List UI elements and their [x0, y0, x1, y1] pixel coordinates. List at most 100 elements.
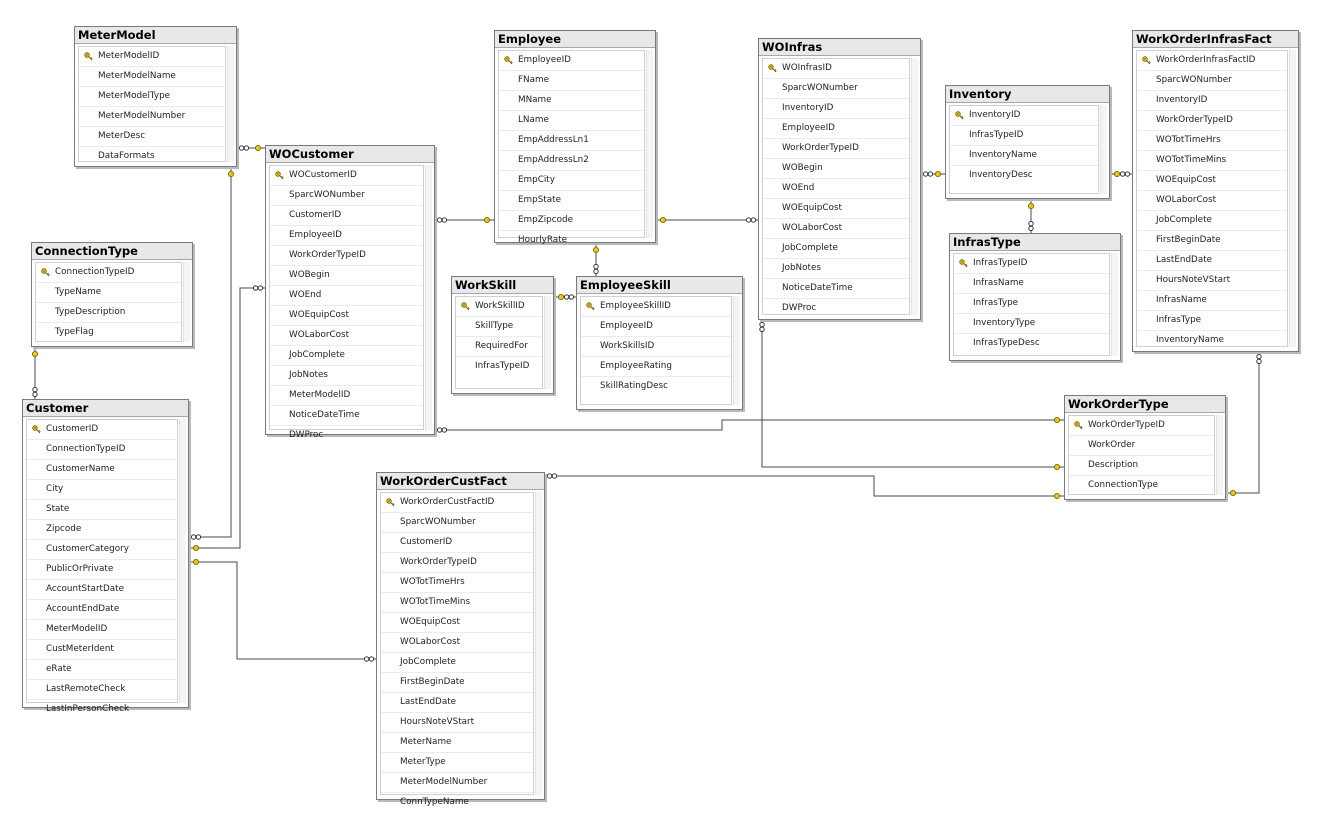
column-row[interactable]: InfrasTypeID — [954, 254, 1109, 274]
column-row[interactable]: WOLaborCost — [381, 633, 533, 653]
column-row[interactable]: LastEndDate — [1137, 251, 1287, 271]
column-row[interactable]: EmployeeID — [499, 51, 644, 71]
column-row[interactable]: EmployeeID — [270, 226, 423, 246]
column-row[interactable]: WOTotTimeHrs — [381, 573, 533, 593]
relationship-line[interactable] — [545, 475, 1064, 497]
table-scrollbar[interactable] — [1111, 253, 1118, 356]
relationship-inventory-to-infrastype[interactable] — [1028, 199, 1035, 233]
relationship-line[interactable] — [189, 287, 265, 549]
column-row[interactable]: ConnectionTypeID — [36, 263, 181, 283]
relationship-customer-to-connectiontype[interactable] — [32, 347, 39, 399]
column-row[interactable]: WOBegin — [763, 159, 909, 179]
column-row[interactable]: WorkOrderTypeID — [270, 246, 423, 266]
column-row[interactable]: WOEquipCost — [381, 613, 533, 633]
table-title[interactable]: WorkOrderType — [1065, 396, 1225, 413]
column-row[interactable]: InventoryID — [1137, 91, 1287, 111]
column-row[interactable]: CustMeterIdent — [27, 640, 177, 660]
table-scrollbar[interactable] — [1289, 50, 1296, 347]
table-scrollbar[interactable] — [425, 165, 432, 430]
table-scrollbar[interactable] — [183, 262, 190, 342]
column-row[interactable]: CustomerID — [381, 533, 533, 553]
table-title[interactable]: WOInfras — [759, 39, 920, 56]
column-row[interactable]: MeterModelID — [27, 620, 177, 640]
column-row[interactable]: WOTotTimeMins — [381, 593, 533, 613]
column-row[interactable]: JobComplete — [1137, 211, 1287, 231]
column-row[interactable]: InventoryID — [950, 106, 1098, 126]
table-scrollbar[interactable] — [1216, 415, 1223, 495]
column-row[interactable]: CustomerName — [27, 460, 177, 480]
table-title[interactable]: Employee — [495, 31, 655, 48]
column-row[interactable]: WOEquipCost — [270, 306, 423, 326]
column-row[interactable]: HourlyRate — [499, 231, 644, 250]
column-row[interactable]: WorkOrderTypeID — [1069, 416, 1214, 436]
column-row[interactable]: EmpZipcode — [499, 211, 644, 231]
column-row[interactable]: WorkOrderInfrasFactID — [1137, 51, 1287, 71]
table-title[interactable]: WorkOrderInfrasFact — [1133, 31, 1298, 48]
column-row[interactable]: Zipcode — [27, 520, 177, 540]
column-row[interactable]: InfrasType — [954, 294, 1109, 314]
table-title[interactable]: WorkOrderCustFact — [377, 473, 544, 490]
column-row[interactable]: WorkOrderTypeID — [381, 553, 533, 573]
relationship-wocustomer-to-employee[interactable] — [435, 216, 494, 223]
table-scrollbar[interactable] — [535, 492, 542, 795]
column-row[interactable]: InventoryName — [1137, 331, 1287, 350]
column-row[interactable]: InfrasName — [1137, 291, 1287, 311]
column-row[interactable]: CustomerCategory — [27, 540, 177, 560]
column-row[interactable]: InfrasTypeDesc — [954, 334, 1109, 353]
column-row[interactable]: WOLaborCost — [270, 326, 423, 346]
column-row[interactable]: WorkOrderCustFactID — [381, 493, 533, 513]
column-row[interactable]: MeterDesc — [79, 127, 225, 147]
column-row[interactable]: InventoryDesc — [950, 166, 1098, 185]
relationship-wocustomer-to-metermodel[interactable] — [189, 285, 265, 552]
column-row[interactable]: WOLaborCost — [763, 219, 909, 239]
table-title[interactable]: WorkSkill — [452, 277, 553, 294]
column-row[interactable]: EmployeeSkillID — [581, 297, 731, 317]
column-row[interactable]: DWProc — [763, 299, 909, 318]
table-title[interactable]: MeterModel — [75, 27, 236, 44]
column-row[interactable]: EmpCity — [499, 171, 644, 191]
column-row[interactable]: WOTotTimeMins — [1137, 151, 1287, 171]
column-row[interactable]: MeterModelID — [79, 47, 225, 67]
column-row[interactable]: LastEndDate — [381, 693, 533, 713]
column-row[interactable]: WorkSkillID — [456, 297, 542, 317]
table-title[interactable]: Customer — [23, 400, 188, 417]
column-row[interactable]: WOTotTimeHrs — [1137, 131, 1287, 151]
column-row[interactable]: State — [27, 500, 177, 520]
column-row[interactable]: WorkOrderTypeID — [1137, 111, 1287, 131]
column-row[interactable]: City — [27, 480, 177, 500]
column-row[interactable]: SparcWONumber — [381, 513, 533, 533]
column-row[interactable]: SkillRatingDesc — [581, 377, 731, 396]
column-row[interactable]: AccountStartDate — [27, 580, 177, 600]
column-row[interactable]: TypeName — [36, 283, 181, 303]
column-row[interactable]: MeterModelName — [79, 67, 225, 87]
column-row[interactable]: EmployeeRating — [581, 357, 731, 377]
column-row[interactable]: FirstBeginDate — [1137, 231, 1287, 251]
relationship-woinfras-to-inventory[interactable] — [921, 170, 945, 177]
column-row[interactable]: FirstBeginDate — [381, 673, 533, 693]
column-row[interactable]: MName — [499, 91, 644, 111]
column-row[interactable]: ConnTypeName — [381, 793, 533, 812]
relationship-employeeskill-to-workskill[interactable] — [554, 293, 576, 300]
column-row[interactable]: WOInfrasID — [763, 59, 909, 79]
column-row[interactable]: InfrasTypeID — [456, 357, 542, 376]
table-scrollbar[interactable] — [911, 58, 918, 315]
column-row[interactable]: MeterModelID — [270, 386, 423, 406]
table-scrollbar[interactable] — [733, 296, 740, 405]
column-row[interactable]: NoticeDateTime — [270, 406, 423, 426]
column-row[interactable]: WOEnd — [270, 286, 423, 306]
column-row[interactable]: EmpAddressLn2 — [499, 151, 644, 171]
column-row[interactable]: WorkOrderTypeID — [763, 139, 909, 159]
column-row[interactable]: LastInPersonCheck — [27, 700, 177, 719]
